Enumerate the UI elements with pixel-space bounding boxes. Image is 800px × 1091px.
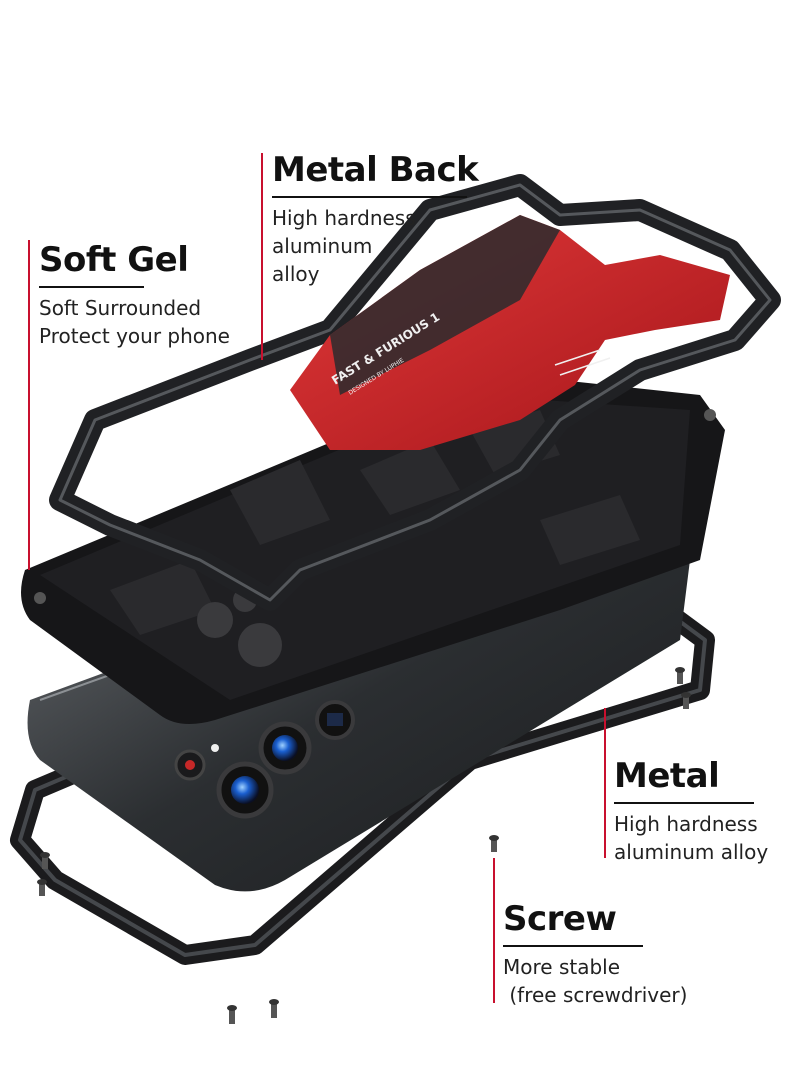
divider bbox=[272, 196, 467, 198]
divider bbox=[39, 286, 144, 288]
screw-icon bbox=[40, 852, 50, 869]
callout-line: aluminum bbox=[272, 234, 373, 258]
callout-screw: Screw More stable (free screwdriver) bbox=[503, 899, 698, 1009]
callout-line: Soft Surrounded bbox=[39, 296, 202, 320]
callout-soft-gel: Soft Gel Soft Surrounded Protect your ph… bbox=[39, 240, 254, 350]
callout-line: (free screwdriver) bbox=[503, 983, 688, 1007]
red-shield bbox=[290, 215, 730, 450]
screw-icon bbox=[37, 879, 47, 896]
callout-line: alloy bbox=[272, 262, 320, 286]
callout-title: Soft Gel bbox=[39, 240, 189, 280]
callout-metal-back: Metal Back High hardness aluminum alloy bbox=[272, 150, 479, 288]
callout-title: Screw bbox=[503, 899, 617, 939]
callout-metal: Metal High hardness aluminum alloy bbox=[614, 756, 779, 866]
metal-leader-line bbox=[604, 708, 606, 858]
screw-icon bbox=[489, 835, 499, 852]
screw-icon bbox=[681, 692, 691, 709]
callout-title: Metal bbox=[614, 756, 720, 796]
divider bbox=[503, 945, 643, 947]
metal-back: FAST & FURIOUS 1 DESIGNED BY LUPHIE bbox=[49, 174, 781, 611]
callout-line: aluminum alloy bbox=[614, 840, 769, 864]
callout-line: Protect your phone bbox=[39, 324, 230, 348]
screw-icon bbox=[675, 667, 685, 684]
screw-leader-line bbox=[493, 858, 495, 1003]
callout-title: Metal Back bbox=[272, 150, 479, 190]
screw-icon bbox=[227, 1005, 237, 1024]
callout-line: More stable bbox=[503, 955, 621, 979]
screw-icon bbox=[269, 999, 279, 1018]
divider bbox=[614, 802, 754, 804]
screws bbox=[37, 667, 691, 1024]
callout-line: High hardness bbox=[614, 812, 758, 836]
metal-back-leader-line bbox=[261, 153, 263, 360]
callout-line: High hardness bbox=[272, 206, 416, 230]
soft-gel-leader-line bbox=[28, 240, 30, 570]
camera-module bbox=[174, 700, 355, 819]
